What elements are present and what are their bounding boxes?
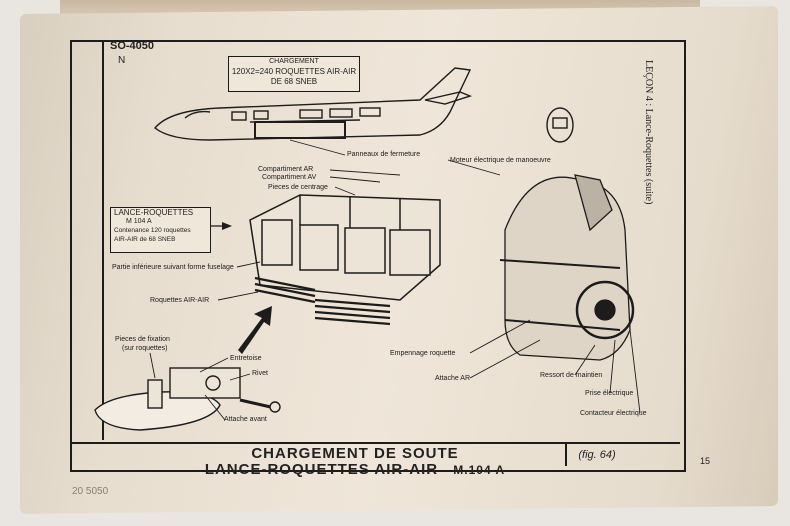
- title-line2: LANCE-ROQUETTES AIR-AIR: [204, 461, 439, 478]
- document-code: SO-4050: [110, 40, 155, 52]
- label-ressort: Ressort de maintien: [540, 372, 603, 379]
- lance-title: LANCE-ROQUETTES: [114, 208, 194, 217]
- label-pieces-fixation: Pieces de fixation: [115, 336, 170, 343]
- label-empennage: Empennage roquette: [390, 350, 456, 357]
- label-pieces-centrage: Pieces de centrage: [268, 184, 328, 191]
- footer-code: 20 5050: [72, 486, 109, 497]
- mechanism-drawing: [499, 174, 635, 361]
- lance-roquettes-box: LANCE-ROQUETTES M 104 A Contenance 120 r…: [110, 207, 211, 253]
- page-number: 15: [700, 456, 711, 466]
- leader-lines: [149, 139, 641, 421]
- label-panneaux: Panneaux de fermeture: [347, 151, 421, 158]
- label-attache-avant: Attache avant: [224, 416, 267, 423]
- lance-line2: Contenance 120 roquettes: [114, 227, 191, 234]
- label-partie-inferieure: Partie inférieure suivant forme fuselage: [112, 264, 234, 271]
- label-prise: Prise électrique: [585, 390, 634, 397]
- lance-line1: M 104 A: [126, 218, 152, 225]
- lance-line3: AIR-AIR de 68 SNEB: [114, 236, 176, 243]
- title-model: M.104 A: [453, 463, 506, 477]
- rockets-drawing: [254, 276, 391, 326]
- arrow-icon: [238, 306, 272, 354]
- title-text: CHARGEMENT DE SOUTE LANCE-ROQUETTES AIR-…: [145, 446, 565, 478]
- aircraft-drawing: [154, 67, 473, 141]
- pointer-arrow-icon: [222, 222, 232, 230]
- launcher-drawing: [249, 194, 441, 301]
- chargement-line1: 120X2=240 ROQUETTES AIR-AIR: [231, 67, 357, 76]
- chargement-title: CHARGEMENT: [269, 58, 319, 65]
- title-line2-row: LANCE-ROQUETTES AIR-AIR M.104 A: [145, 462, 565, 478]
- inner-frame-line: [102, 40, 684, 440]
- label-comp-av: Compartiment AV: [262, 174, 317, 181]
- fixation-detail: [94, 367, 281, 431]
- label-contacteur: Contacteur électrique: [580, 410, 647, 417]
- chargement-box: CHARGEMENT 120X2=240 ROQUETTES AIR-AIR D…: [228, 56, 360, 92]
- label-rivet: Rivet: [252, 370, 268, 377]
- title-block: [72, 442, 680, 476]
- label-moteur: Moteur électrique de manoeuvre: [450, 157, 551, 164]
- drawing-frame: [70, 40, 686, 472]
- chargement-line2: DE 68 SNEB: [270, 77, 318, 86]
- label-roquettes: Roquettes AIR-AIR: [150, 297, 210, 304]
- title-line1: CHARGEMENT DE SOUTE: [251, 445, 459, 462]
- figure-reference: (fig. 64): [565, 444, 627, 466]
- label-entretoise: Entretoise: [230, 355, 262, 362]
- code-mark: N: [118, 55, 126, 66]
- label-pieces-fixation-sub: (sur roquettes): [122, 345, 168, 352]
- label-attache-ar: Attache AR: [435, 375, 471, 382]
- label-comp-ar: Compartiment AR: [258, 166, 314, 173]
- aircraft-front-view: [546, 107, 574, 143]
